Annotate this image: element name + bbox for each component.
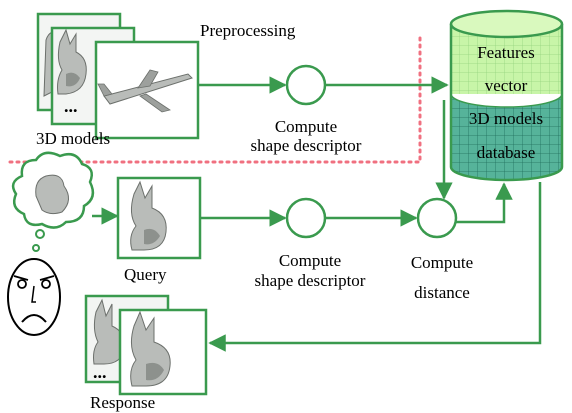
stack-ellipsis: ...	[64, 96, 78, 116]
thinking-face	[7, 258, 61, 336]
database-cylinder	[449, 9, 564, 182]
preprocessing-label: Preprocessing	[200, 21, 296, 40]
model-stack: ...	[36, 12, 200, 140]
database-outline	[449, 24, 564, 182]
response-ellipsis: ...	[93, 362, 107, 382]
compute-distance-node	[416, 197, 458, 239]
database-top-cap	[449, 9, 564, 39]
compute-shape-bottom-line2: shape descriptor	[255, 271, 366, 290]
airplane-thumb	[97, 69, 193, 113]
compute-shape-node-bottom	[285, 197, 327, 239]
features-label-1: Features	[477, 43, 535, 62]
bunny-thumb-small	[57, 28, 87, 95]
database-label-2: database	[477, 143, 536, 162]
arrow-database-to-response	[208, 182, 542, 352]
thought-bubble	[11, 151, 95, 252]
response-stack: ...	[84, 294, 208, 396]
compute-shape-top-line2: shape descriptor	[251, 136, 362, 155]
compute-distance-line2: distance	[414, 283, 470, 302]
compute-shape-bottom-line1: Compute	[279, 251, 341, 270]
arrow-distance-to-database	[456, 182, 513, 224]
features-label-2: vector	[485, 76, 528, 95]
bunny-thumb-query	[130, 180, 167, 251]
compute-shape-top-line1: Compute	[275, 117, 337, 136]
database-label-1: 3D models	[469, 109, 543, 128]
compute-distance-line1: Compute	[411, 253, 473, 272]
compute-shape-node-top	[285, 64, 327, 106]
response-label: Response	[90, 393, 155, 412]
models-3d-label: 3D models	[36, 129, 110, 148]
query-label: Query	[124, 265, 167, 284]
